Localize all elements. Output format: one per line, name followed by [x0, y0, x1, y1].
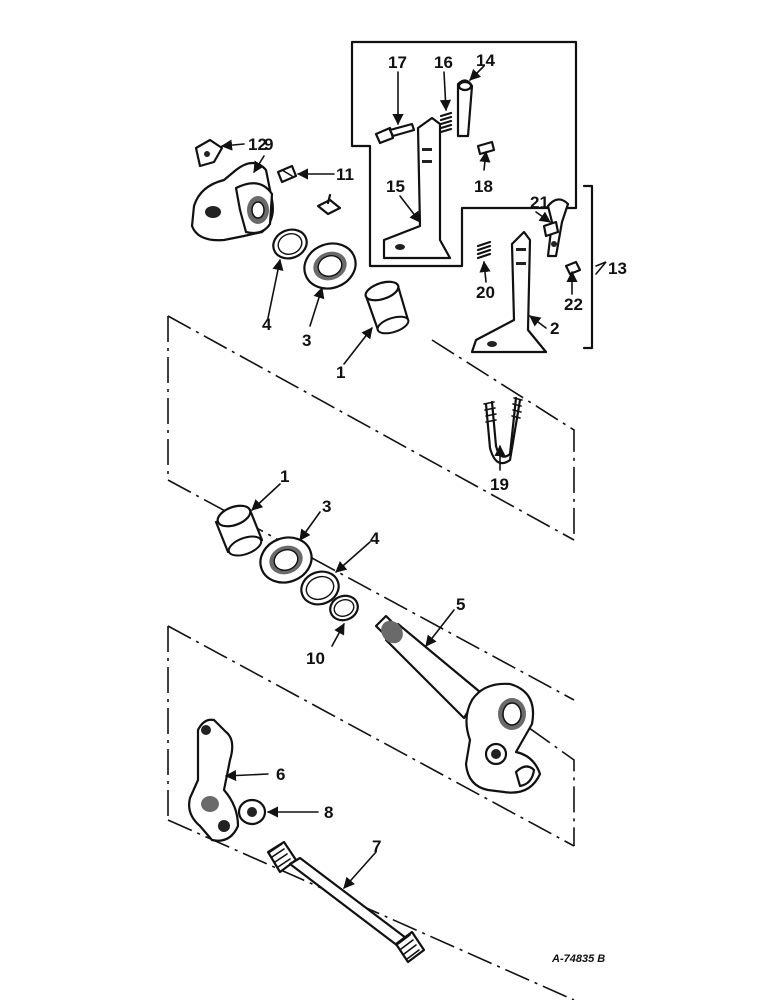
callout-9: 9	[264, 135, 273, 154]
callout-3-top: 3	[302, 331, 311, 350]
callout-22: 22	[564, 295, 583, 314]
callout-15: 15	[386, 177, 405, 196]
inset-box	[350, 40, 578, 268]
callout-13: 13	[608, 259, 627, 278]
callout-6: 6	[276, 765, 285, 784]
callout-1-top: 1	[336, 363, 345, 382]
part-21-latch	[542, 198, 570, 258]
callout-labels: 12 9 11 4 3 1 17 16 14 18 15 20 21 22 2 …	[248, 51, 627, 965]
part-12-plate	[194, 138, 224, 168]
part-10-ring	[329, 594, 359, 622]
part-11-bolt	[276, 164, 298, 184]
part-4-ring-top	[272, 228, 308, 260]
callout-3-mid: 3	[322, 497, 331, 516]
part-1-bushing-top	[364, 280, 410, 335]
callout-2: 2	[550, 319, 559, 338]
callout-11: 11	[336, 165, 354, 184]
part-3-seal-top	[303, 242, 357, 290]
part-16-spring	[439, 111, 453, 134]
part-6-lever	[188, 718, 240, 842]
callout-16: 16	[434, 53, 453, 72]
part-9-lever-housing	[190, 161, 274, 242]
callout-19: 19	[490, 475, 509, 494]
callout-14: 14	[476, 51, 495, 70]
callout-4-top: 4	[262, 315, 272, 334]
callout-10: 10	[306, 649, 325, 668]
callout-18: 18	[474, 177, 493, 196]
part-2-bracket	[470, 230, 548, 354]
part-15-bracket	[382, 116, 452, 260]
part-5-shaft-housing	[374, 614, 542, 794]
part-4-ring-mid	[300, 570, 340, 606]
part-17-bolt	[374, 122, 416, 145]
part-9-bolt	[316, 193, 342, 216]
part-1-bushing-mid	[214, 504, 264, 557]
figure-code: A-74835 B	[551, 953, 605, 965]
callout-5: 5	[456, 595, 465, 614]
part-20-spring	[476, 240, 492, 260]
part-22-bolt	[564, 260, 582, 276]
part-19-u-bolt	[483, 396, 523, 465]
part-8-collar	[237, 798, 267, 826]
part-7-shaft	[266, 840, 426, 964]
callout-4-mid: 4	[370, 529, 380, 548]
callout-7: 7	[372, 837, 381, 856]
part-14-pin	[456, 79, 474, 138]
callout-21: 21	[530, 193, 549, 212]
callout-17: 17	[388, 53, 407, 72]
bracket-13	[582, 184, 594, 350]
callout-12: 12	[248, 135, 267, 154]
callout-1-mid: 1	[280, 467, 289, 486]
leader-arrows	[220, 65, 607, 889]
callout-20: 20	[476, 283, 495, 302]
part-3-seal-mid	[259, 536, 313, 584]
callout-8: 8	[324, 803, 333, 822]
